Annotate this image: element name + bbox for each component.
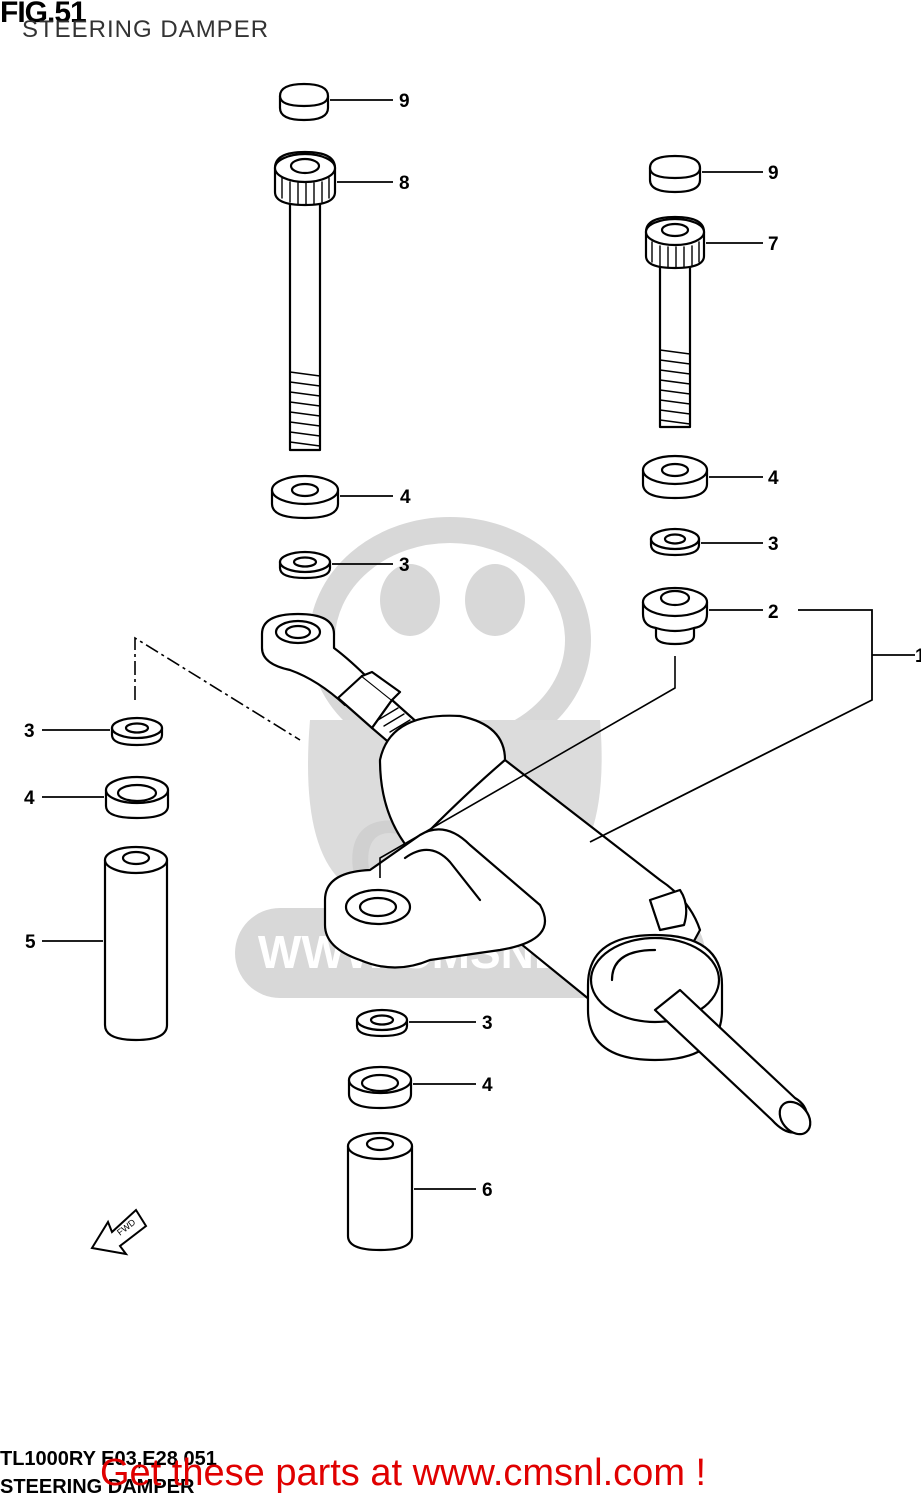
part-bolt-7[interactable] — [644, 215, 706, 429]
figure-title: STEERING DAMPER — [22, 16, 270, 43]
callout-2: 2 — [768, 602, 779, 623]
callout-3-right: 3 — [768, 534, 779, 555]
assembly-lines — [134, 636, 676, 878]
part-cap-9-right[interactable] — [648, 154, 702, 194]
callout-8: 8 — [399, 173, 410, 194]
callout-4-far: 4 — [24, 788, 35, 809]
part-washer-4-right[interactable] — [641, 454, 709, 500]
part-spacer-6[interactable] — [346, 1131, 414, 1252]
model-code: TL1000RY E03,E28 051 — [0, 1448, 217, 1470]
callout-3-left: 3 — [399, 555, 410, 576]
part-washer-4-far[interactable] — [104, 775, 170, 820]
part-washer-4-bottom[interactable] — [347, 1065, 413, 1110]
callout-7: 7 — [768, 234, 779, 255]
part-bolt-8[interactable] — [273, 150, 337, 452]
part-damper-assembly-1[interactable] — [260, 612, 817, 1140]
callout-5: 5 — [25, 932, 36, 953]
leader-lines — [42, 99, 915, 1190]
part-washer-3-left[interactable] — [278, 550, 332, 580]
part-spacer-5[interactable] — [103, 845, 169, 1042]
callout-9-left: 9 — [399, 91, 410, 112]
callout-3-far: 3 — [24, 721, 35, 742]
part-washer-3-bottom[interactable] — [355, 1008, 409, 1038]
callout-6: 6 — [482, 1180, 493, 1201]
figure-label: FIG.51 — [0, 0, 87, 29]
callout-4-bottom: 4 — [482, 1075, 493, 1096]
fwd-arrow-icon — [90, 1208, 148, 1256]
part-bushing-2[interactable] — [641, 586, 709, 646]
part-washer-4-left[interactable] — [270, 474, 340, 520]
callout-4-left: 4 — [400, 487, 411, 508]
part-washer-3-far[interactable] — [110, 716, 164, 747]
part-washer-3-right[interactable] — [649, 527, 701, 557]
callout-4-right: 4 — [768, 468, 779, 489]
sheet-name: STEERING DAMPER — [0, 1476, 195, 1498]
promo-link[interactable]: Get these parts at www.cmsnl.com ! — [100, 1452, 707, 1494]
callout-1: 1 — [915, 646, 921, 667]
callout-3-bottom: 3 — [482, 1013, 493, 1034]
callout-9-right: 9 — [768, 163, 779, 184]
part-cap-9-left[interactable] — [278, 82, 330, 122]
